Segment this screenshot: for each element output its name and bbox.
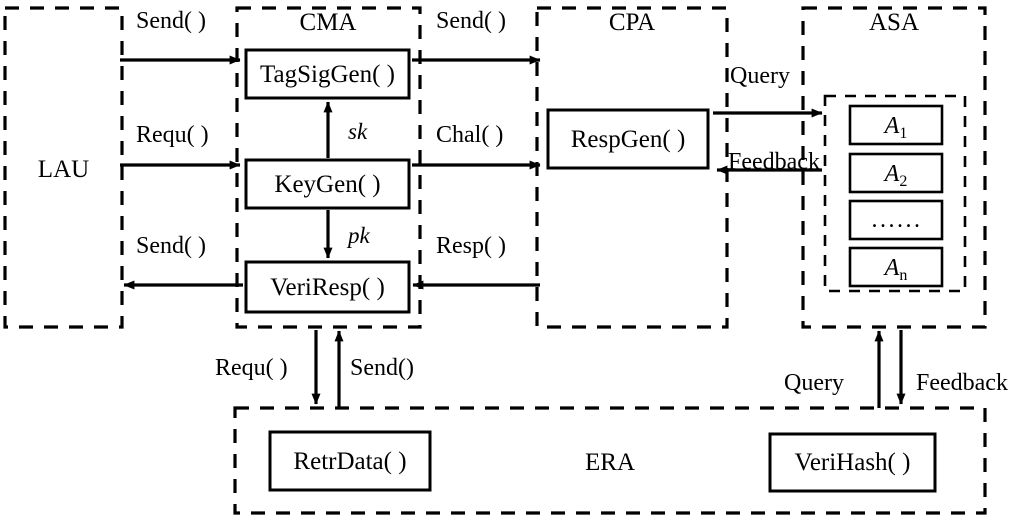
flow-cma-to-cpa-send-label: Send( )	[436, 8, 506, 34]
flow-lau-to-keygen: Requ( )	[120, 122, 241, 170]
agent-an-subscript: n	[899, 267, 907, 284]
flow-lau-to-tagsiggen: Send( )	[120, 8, 241, 65]
module-veriresp-label: VeriResp( )	[270, 274, 385, 301]
module-tagsiggen[interactable]: TagSigGen( )	[244, 48, 411, 100]
module-retrdata-box	[268, 430, 432, 492]
flow-cma-to-cpa-send: Send( )	[412, 8, 541, 65]
flow-cpa-to-cma-resp-label: Resp( )	[436, 233, 506, 259]
module-respgen-box	[546, 108, 710, 170]
module-respgen-label: RespGen( )	[571, 126, 686, 153]
module-verihash[interactable]: VeriHash( )	[768, 432, 937, 493]
flow-era-to-asa-query: Query	[784, 330, 884, 408]
agent-a1-box	[848, 104, 944, 146]
module-respgen[interactable]: RespGen( )	[546, 108, 710, 170]
flow-veriresp-to-lau: Send( )	[123, 233, 243, 290]
flow-veriresp-to-lau-label: Send( )	[136, 233, 206, 259]
agent-ellipsis-label: ......	[872, 207, 923, 233]
module-keygen[interactable]: KeyGen( )	[244, 158, 411, 210]
flow-era-to-cma-send-label: Send()	[350, 355, 414, 381]
agent-a1-subscript: 1	[899, 125, 907, 142]
flow-cma-to-era-requ-label: Requ( )	[215, 355, 288, 381]
flow-asa-to-cpa-feedback: Feedback	[716, 149, 822, 175]
module-keygen-box	[244, 158, 411, 210]
zone-cma-label: CMA	[300, 9, 357, 36]
module-keygen-label: KeyGen( )	[274, 171, 380, 198]
zone-asa-label: ASA	[869, 9, 919, 36]
flow-cma-to-cpa-chal-label: Chal( )	[436, 122, 503, 148]
zone-cma[interactable]: CMA	[235, 6, 422, 329]
key-label-pk: pk	[346, 223, 371, 248]
zone-era[interactable]: ERA	[233, 406, 987, 515]
agent-an-box	[848, 246, 944, 288]
module-tagsiggen-label: TagSigGen( )	[260, 61, 395, 88]
key-label-sk: sk	[348, 119, 368, 144]
flow-era-to-cma-send: Send()	[334, 330, 414, 408]
agent-group[interactable]: A1 A2 ...... An	[823, 94, 967, 293]
zone-cpa-label: CPA	[609, 9, 655, 36]
agent-an[interactable]: An	[848, 246, 944, 288]
module-tagsiggen-box	[244, 48, 411, 100]
agent-a2-subscript: 2	[899, 173, 907, 190]
module-verihash-label: VeriHash( )	[795, 449, 911, 476]
flow-cma-to-cpa-chal: Chal( )	[412, 122, 541, 170]
module-retrdata[interactable]: RetrData( )	[268, 430, 432, 492]
flow-keygen-to-veriresp-pk: pk	[323, 210, 371, 259]
zone-lau-label: LAU	[38, 156, 89, 183]
flow-asa-to-era-feedback-label: Feedback	[916, 370, 1008, 396]
agent-group-border	[823, 94, 967, 293]
flow-cma-to-era-requ: Requ( )	[215, 330, 321, 405]
agent-a1[interactable]: A1	[848, 104, 944, 146]
flow-cpa-to-asa-query: Query	[713, 63, 823, 118]
agent-ellipsis: ......	[848, 199, 944, 241]
agent-ellipsis-box	[848, 199, 944, 241]
zone-era-label: ERA	[585, 449, 635, 476]
agent-a2-box	[848, 152, 944, 194]
module-verihash-box	[768, 432, 937, 493]
flow-era-to-asa-query-label: Query	[784, 370, 844, 396]
zone-asa[interactable]: ASA	[801, 6, 987, 329]
flow-asa-to-cpa-feedback-label: Feedback	[728, 149, 820, 175]
agent-an-base: A	[883, 255, 900, 281]
agent-a2-base: A	[883, 161, 900, 187]
flow-lau-to-tagsiggen-label: Send( )	[136, 8, 206, 34]
module-veriresp-box	[244, 260, 411, 314]
agent-a1-label: A1	[883, 113, 908, 142]
flow-asa-to-era-feedback: Feedback	[896, 330, 1008, 405]
module-retrdata-label: RetrData( )	[293, 448, 406, 475]
module-veriresp[interactable]: VeriResp( )	[244, 260, 411, 314]
agent-a1-base: A	[883, 113, 900, 139]
flow-cpa-to-cma-resp: Resp( )	[412, 233, 540, 290]
zone-era-border	[233, 406, 987, 515]
agent-an-label: An	[883, 255, 908, 284]
agent-a2[interactable]: A2	[848, 152, 944, 194]
zone-lau-border	[3, 6, 124, 329]
zone-lau[interactable]: LAU	[3, 6, 124, 329]
flow-keygen-to-tagsiggen-sk: sk	[323, 101, 368, 158]
flow-lau-to-keygen-label: Requ( )	[136, 122, 209, 148]
flow-cpa-to-asa-query-label: Query	[730, 63, 790, 89]
agent-a2-label: A2	[883, 161, 908, 190]
